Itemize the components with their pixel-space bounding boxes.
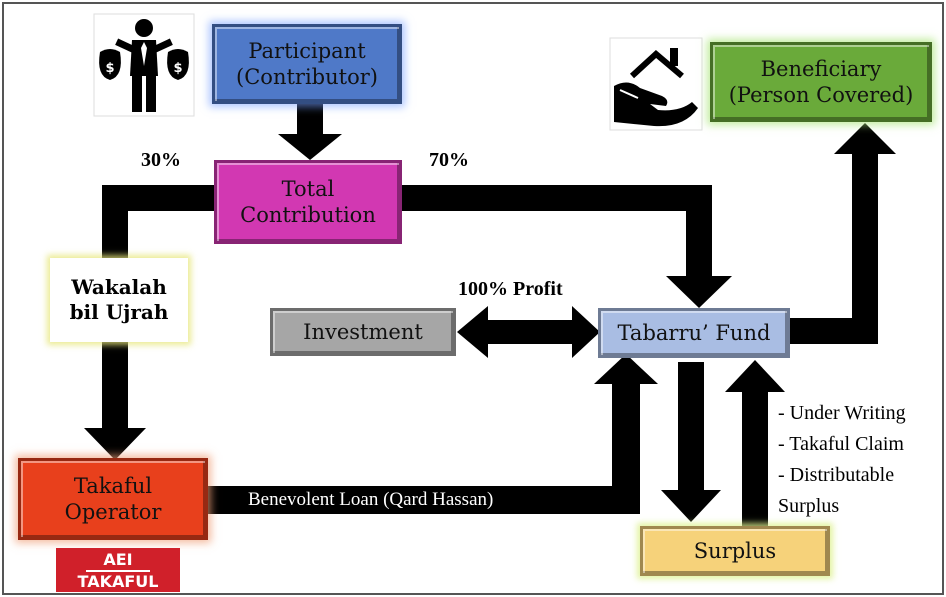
- arrow-tabarru-to-surplus: [661, 362, 721, 522]
- hand-house-icon: [609, 37, 703, 131]
- percent-30-label: 30%: [114, 136, 208, 184]
- tabarru-fund-node: Tabarru’ Fund: [598, 308, 790, 358]
- wakalah-node: Wakalah bil Ujrah: [50, 258, 188, 342]
- fund-uses-list: - Under Writing - Takaful Claim - Distri…: [778, 398, 906, 522]
- use-item: - Takaful Claim: [778, 433, 904, 455]
- takaful-operator-node: Takaful Operator: [18, 458, 208, 540]
- beneficiary-line1: Beneficiary: [760, 56, 882, 81]
- participant-line2: (Contributor): [236, 65, 378, 89]
- participant-node: Participant (Contributor): [212, 24, 402, 104]
- percent-70-label: 70%: [402, 136, 496, 184]
- arrow-total-to-tabarru: [400, 185, 732, 308]
- surplus-node: Surplus: [640, 526, 830, 576]
- svg-text:$: $: [173, 61, 182, 76]
- logo-line1: AEI: [103, 550, 133, 569]
- svg-text:$: $: [105, 61, 114, 76]
- arrow-participant-to-total: [278, 104, 342, 160]
- beneficiary-line2: (Person Covered): [728, 83, 914, 107]
- arrow-surplus-to-tabarru: [725, 360, 785, 528]
- arrow-investment-tabarru: [457, 306, 600, 358]
- wakalah-line1: Wakalah: [71, 275, 167, 299]
- wakalah-line2: bil Ujrah: [69, 300, 169, 324]
- aei-takaful-logo: AEI TAKAFUL: [56, 548, 180, 592]
- logo-line2: TAKAFUL: [77, 572, 159, 591]
- takaful-operator-line1: Takaful: [73, 473, 153, 498]
- investment-node: Investment: [270, 308, 456, 356]
- takaful-operator-line2: Operator: [64, 500, 162, 524]
- total-contribution-node: Total Contribution: [214, 160, 402, 244]
- total-contribution-line1: Total: [281, 176, 335, 201]
- use-item: - Under Writing: [778, 402, 906, 424]
- total-contribution-line2: Contribution: [240, 203, 376, 227]
- arrow-operator-loan-to-tabarru: [206, 354, 658, 514]
- arrow-tabarru-to-beneficiary: [790, 123, 896, 344]
- profit-label: 100% Profit: [458, 278, 563, 300]
- beneficiary-node: Beneficiary (Person Covered): [710, 42, 932, 122]
- use-item: Surplus: [778, 495, 840, 517]
- use-item: - Distributable: [778, 464, 895, 486]
- participant-line1: Participant: [248, 38, 366, 63]
- businessman-money-bags-icon: $ $: [93, 13, 195, 117]
- benevolent-loan-label: Benevolent Loan (Qard Hassan): [248, 489, 494, 510]
